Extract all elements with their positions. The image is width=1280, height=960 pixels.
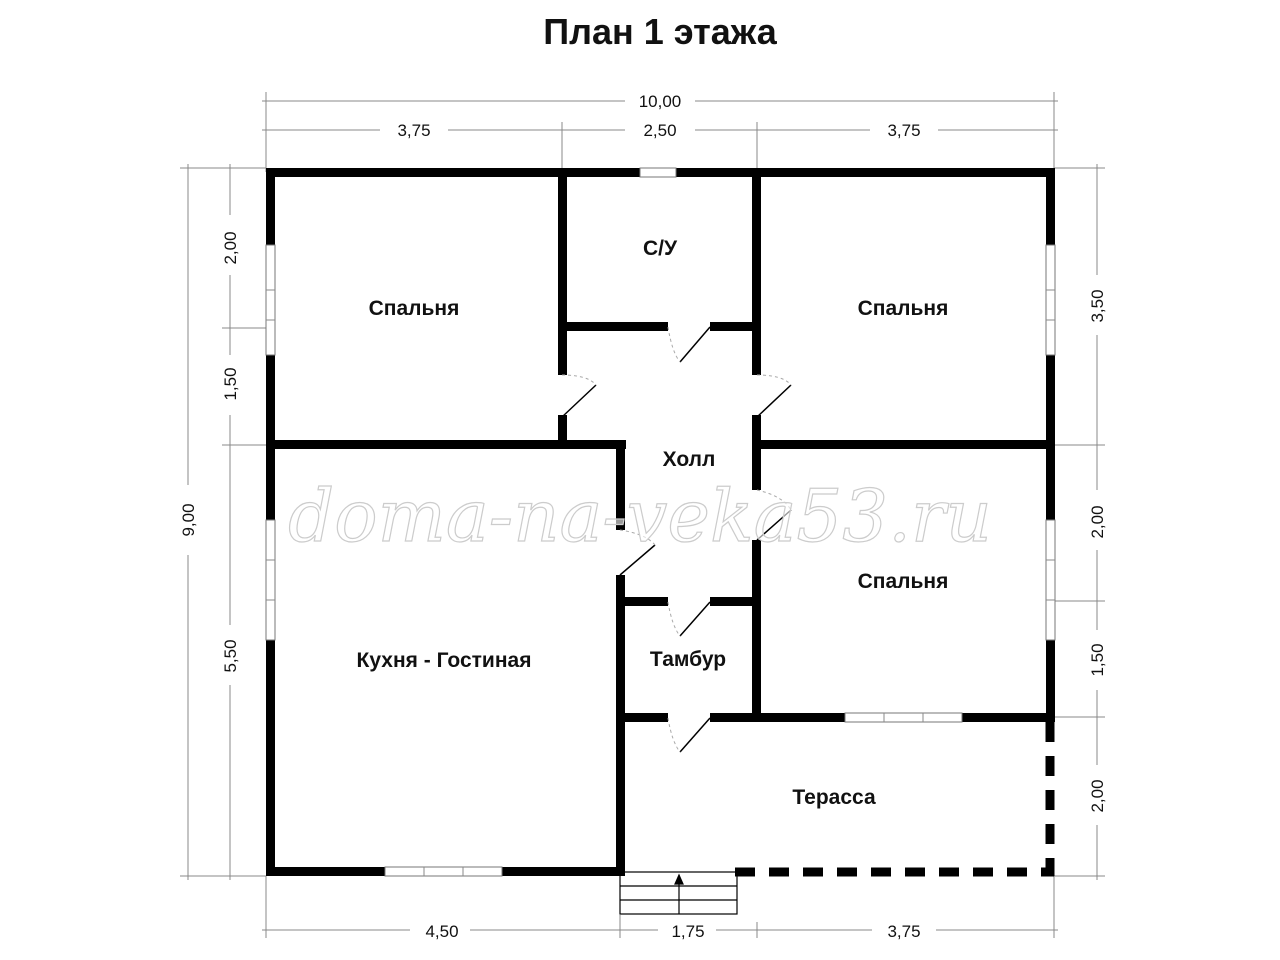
entrance-stairs (619, 871, 738, 915)
dim-right: 2,00 (1088, 779, 1107, 812)
room-bedroom-3: Спальня (858, 570, 949, 593)
room-bedroom-2: Спальня (858, 297, 949, 320)
dim-top: 3,75 (397, 121, 430, 140)
dim-top: 3,75 (887, 121, 920, 140)
dim-left: 2,00 (221, 231, 240, 264)
room-hall: Холл (663, 448, 716, 471)
dim-left-total: 9,00 (179, 503, 198, 536)
room-labels: Спальня С/У Спальня Холл Спальня Кухня -… (357, 237, 949, 809)
dim-top-total: 10,00 (639, 92, 682, 111)
dim-bottom: 3,75 (887, 922, 920, 941)
dim-right: 3,50 (1088, 289, 1107, 322)
dim-left: 1,50 (221, 367, 240, 400)
dimension-labels: 10,00 3,75 2,50 3,75 9,00 2,00 1,50 5,50… (178, 90, 1108, 941)
room-terrace: Терасса (792, 786, 876, 809)
dim-left: 5,50 (221, 639, 240, 672)
room-kitchen-living: Кухня - Гостиная (357, 649, 532, 672)
watermark: doma-na-veka53.ru (288, 474, 992, 558)
room-bedroom-1: Спальня (369, 297, 460, 320)
plan-title: План 1 этажа (543, 11, 778, 52)
dim-right: 2,00 (1088, 505, 1107, 538)
room-bathroom: С/У (643, 237, 678, 260)
terrace-railing (735, 722, 1055, 877)
dim-top: 2,50 (643, 121, 676, 140)
doors (561, 326, 792, 753)
dim-bottom: 4,50 (425, 922, 458, 941)
room-vestibule: Тамбур (650, 648, 726, 671)
dim-right: 1,50 (1088, 643, 1107, 676)
dim-bottom: 1,75 (671, 922, 704, 941)
windows (265, 167, 1056, 877)
